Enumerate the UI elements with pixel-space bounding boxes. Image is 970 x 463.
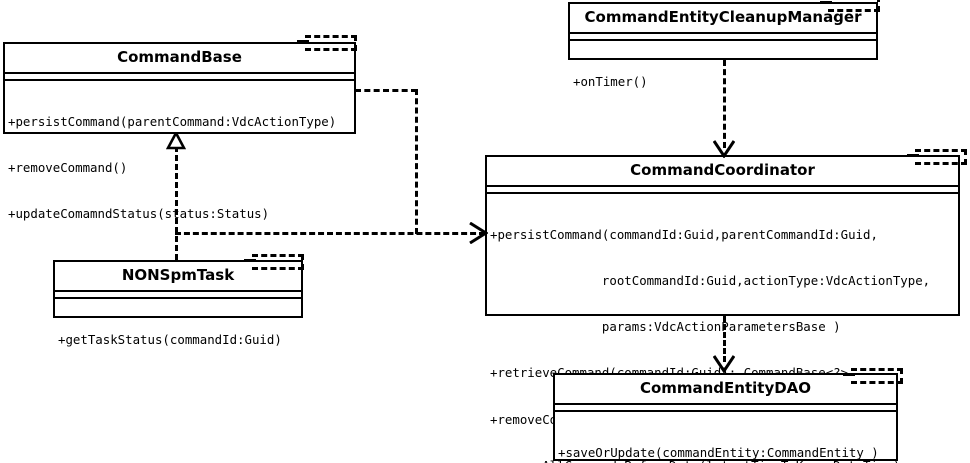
stereotype-flag-stub-command-entity-dao	[843, 373, 855, 376]
class-title-command-coordinator: CommandCoordinator	[630, 161, 815, 179]
class-operations-nonspm-task: +getTaskStatus(commandId:Guid)	[55, 297, 301, 380]
class-operations-command-entity-dao: +saveOrUpdate(commandEntity:CommandEntit…	[555, 410, 896, 463]
class-title-command-base: CommandBase	[117, 48, 242, 66]
class-box-command-entity-dao[interactable]: CommandEntityDAO +saveOrUpdate(commandEn…	[553, 373, 898, 461]
stereotype-flag-stub-command-coordinator	[907, 154, 919, 157]
operation-row: +persistCommand(commandId:Guid,parentCom…	[490, 226, 878, 242]
connector-nonspmtask-to-coordinator-horizontal	[175, 232, 485, 235]
connector-coordinator-to-dao	[723, 316, 726, 362]
connector-commandbase-to-coordinator-vertical	[415, 89, 418, 234]
class-attributes-command-base	[5, 72, 354, 79]
class-box-command-coordinator[interactable]: CommandCoordinator +persistCommand(comma…	[485, 155, 960, 463]
class-title-nonspm-task: NONSpmTask	[121, 266, 235, 284]
operation-row: +removeCommand()	[8, 160, 128, 176]
arrowhead-hollow-triangle-nonspmtask-to-commandbase	[166, 132, 186, 150]
connector-commandbase-to-coordinator-horizontal	[355, 89, 417, 92]
operation-row: rootCommandId:Guid,actionType:VdcActionT…	[490, 273, 931, 289]
arrowhead-open-to-coordinator-left	[468, 222, 488, 244]
class-title-command-entity-dao: CommandEntityDAO	[639, 379, 812, 397]
connector-nonspmtask-to-commandbase	[175, 146, 178, 260]
stereotype-flag-stub-command-base	[297, 40, 309, 43]
arrowhead-open-cleanupmanager-to-coordinator	[713, 140, 735, 158]
class-attributes-nonspm-task	[55, 290, 301, 297]
class-box-nonspm-task[interactable]: NONSpmTask +getTaskStatus(commandId:Guid…	[53, 260, 303, 347]
operation-row: +onTimer()	[573, 73, 648, 89]
stereotype-flag-stub-command-entity-cleanup-manager	[820, 1, 832, 4]
class-attributes-command-coordinator	[487, 185, 958, 192]
class-attributes-command-entity-cleanup-manager	[570, 32, 876, 39]
class-box-command-entity-cleanup-manager[interactable]: CommandEntityCleanupManager +onTimer()	[568, 2, 878, 89]
class-operations-command-base: +persistCommand(parentCommand:VdcActionT…	[5, 79, 354, 254]
class-box-command-base[interactable]: CommandBase +persistCommand(parentComman…	[3, 42, 356, 221]
stereotype-flag-stub-nonspm-task	[244, 259, 256, 262]
connector-cleanupmanager-to-coordinator	[723, 60, 726, 148]
operation-row: +getTaskStatus(commandId:Guid)	[58, 331, 282, 347]
arrowhead-open-coordinator-to-dao	[713, 355, 735, 373]
operation-row: +updateComamndStatus(status:Status)	[8, 206, 270, 222]
class-title-command-entity-cleanup-manager: CommandEntityCleanupManager	[584, 8, 862, 26]
operation-row: +persistCommand(parentCommand:VdcActionT…	[8, 113, 337, 129]
operation-row: params:VdcActionParametersBase )	[490, 319, 841, 335]
operation-row: +saveOrUpdate(commandEntity:CommandEntit…	[558, 444, 879, 460]
class-attributes-command-entity-dao	[555, 403, 896, 410]
class-operations-command-entity-cleanup-manager: +onTimer()	[570, 39, 876, 122]
